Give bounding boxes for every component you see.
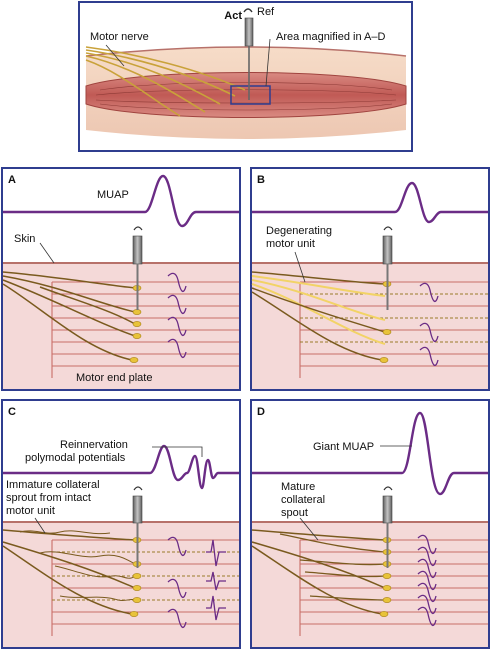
panel-a-fiber-potentials: [167, 272, 187, 358]
panel-b-muscle-fibers: [299, 281, 488, 378]
motor-nerve-leader: [105, 44, 125, 67]
panel-c-electrode-wire: [133, 486, 143, 491]
panel-c-sprout-label-3: motor unit: [6, 505, 55, 517]
panel-d-tissue: [252, 523, 488, 647]
panel-d-mature-label-1: Mature: [281, 481, 315, 493]
panel-a-electrode-hub: [132, 235, 143, 265]
panel-b: B Degenerating motor unit: [250, 167, 490, 391]
panel-d-mature-sprouts: [279, 533, 386, 601]
electrode-wire: [243, 8, 253, 13]
panel-c-sprout-label-1: Immature collateral: [6, 479, 100, 491]
act-label: Act: [224, 10, 242, 22]
panel-c-collateral-sprouts: [19, 530, 136, 602]
panel-b-intact-axons: [251, 271, 386, 361]
panel-d-letter: D: [257, 406, 265, 418]
panel-d-muscle-fibers: [299, 539, 488, 636]
panel-d-mature-label-3: spout: [281, 507, 308, 519]
panel-c-end-plates: [129, 537, 142, 617]
area-magnified-label: Area magnified in A–D: [276, 31, 386, 43]
panel-b-end-plates: [379, 281, 392, 363]
panel-c-reinnervation-label-1: Reinnervation: [60, 439, 128, 451]
panel-b-electrode-wire: [383, 226, 393, 231]
panel-d: D Giant MUAP Mature collateral spout: [250, 399, 490, 649]
overview-muscle: [85, 72, 407, 118]
panel-d-fiber-potentials: [417, 534, 437, 626]
panel-c-reinnervation-leader: [152, 446, 203, 457]
panel-d-electrode-wire: [383, 486, 393, 491]
panel-d-muap-trace: [252, 411, 488, 496]
panel-c: C Reinnervation polymodal potentials Imm…: [1, 399, 241, 649]
panel-a-tissue: [3, 264, 239, 389]
overview-panel: Act Ref Motor nerve Area magnified in A–…: [78, 1, 413, 152]
panel-a-muap-label: MUAP: [97, 189, 129, 201]
ref-label: Ref: [257, 6, 275, 18]
panel-a-letter: A: [8, 174, 16, 186]
panel-b-degenerating-leader: [294, 251, 306, 283]
panel-b-muap-trace: [252, 181, 488, 224]
area-magnified-leader: [265, 38, 271, 87]
overview-muscle-fibers: [95, 82, 397, 111]
panel-a-end-plates: [129, 285, 142, 363]
panel-d-mature-label-2: collateral: [281, 494, 325, 506]
panel-a-electrode-wire: [133, 226, 143, 231]
panel-c-muap-trace: [3, 444, 239, 490]
panel-b-electrode-hub: [382, 235, 393, 265]
panel-c-letter: C: [8, 406, 16, 418]
panel-a-end-plate-label: Motor end plate: [76, 372, 152, 384]
panel-b-tissue: [252, 264, 488, 389]
panel-a-muap-trace: [3, 174, 239, 228]
overview-skin-line: [85, 46, 407, 57]
panel-c-reinnervation-label-2: polymodal potentials: [25, 452, 126, 464]
panel-d-motor-axons: [251, 529, 386, 615]
panel-c-tissue: [3, 523, 239, 647]
panel-b-degenerating-axons: [251, 275, 386, 345]
panel-b-degenerating-label-2: motor unit: [266, 238, 315, 250]
panel-c-sprout-label-2: sprout from intact: [6, 492, 91, 504]
panel-b-letter: B: [257, 174, 265, 186]
panel-c-sprout-leader: [34, 517, 46, 534]
panel-a-skin-leader: [39, 242, 55, 264]
panel-d-mature-leader: [299, 517, 319, 541]
overview-motor-nerve: [85, 46, 246, 117]
panel-a-muscle-fibers: [51, 281, 239, 378]
magnified-area-box: [230, 85, 271, 105]
panel-c-muscle-fibers: [51, 539, 239, 636]
motor-nerve-label: Motor nerve: [90, 31, 149, 43]
panel-c-fiber-potentials: [167, 536, 226, 628]
panel-b-fiber-potentials: [419, 282, 439, 366]
electrode-hub: [244, 17, 254, 47]
panel-d-giant-label: Giant MUAP: [313, 441, 374, 453]
panel-c-electrode-hub: [132, 495, 143, 524]
panel-b-degenerating-label-1: Degenerating: [266, 225, 332, 237]
panel-c-motor-axons: [2, 529, 136, 615]
panel-a-motor-axons: [2, 271, 136, 361]
panel-d-electrode-hub: [382, 495, 393, 524]
panel-a-skin-label: Skin: [14, 233, 35, 245]
panel-a: A MUAP Skin Motor end plate: [1, 167, 241, 391]
